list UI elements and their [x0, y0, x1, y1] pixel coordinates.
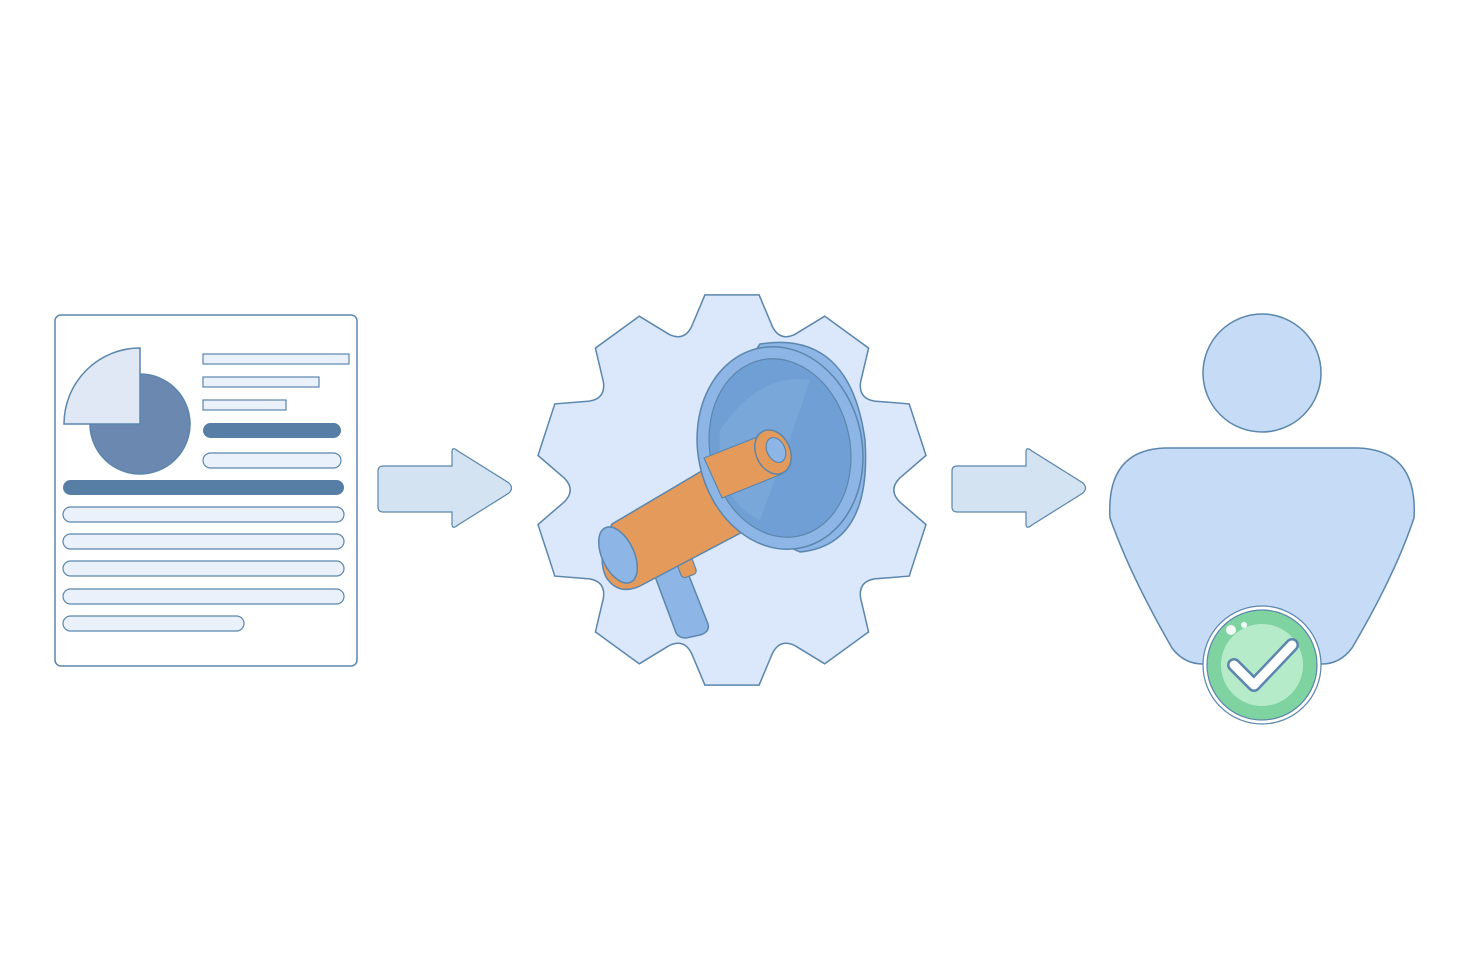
check-badge-icon: [1202, 605, 1322, 725]
arrow-right-icon: [377, 448, 513, 528]
highlight-bar: [203, 423, 341, 438]
megaphone-handle: [649, 552, 710, 639]
megaphone-gear-icon: [537, 294, 927, 686]
text-bar: [202, 452, 342, 469]
text-bar: [62, 588, 345, 605]
arrow-right-icon: [951, 448, 1087, 528]
text-bar: [62, 533, 345, 550]
user-head: [1202, 313, 1322, 433]
text-bar: [62, 615, 245, 632]
text-line: [202, 353, 350, 365]
highlight-bar: [63, 480, 344, 495]
user-body: [1109, 447, 1415, 665]
text-line: [202, 376, 320, 388]
text-bar: [62, 506, 345, 523]
megaphone-icon: [597, 341, 867, 639]
report-document-icon: [54, 314, 358, 667]
text-bar: [62, 560, 345, 577]
approved-user-icon: [1109, 313, 1415, 725]
text-line: [202, 399, 287, 411]
pie-chart-icon: [63, 347, 191, 475]
